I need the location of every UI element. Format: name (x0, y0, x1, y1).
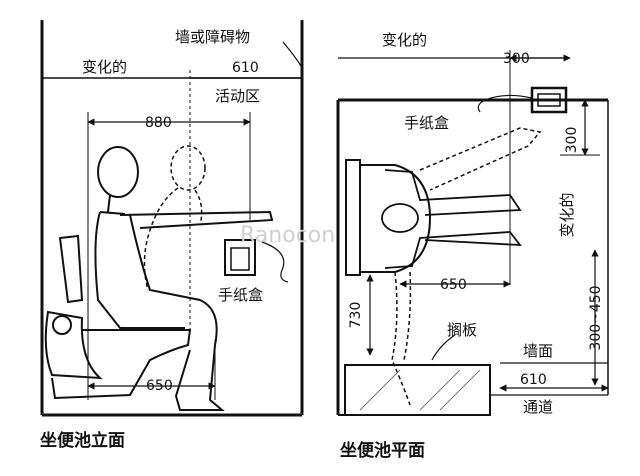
plan-caption: 坐便池平面 (340, 440, 425, 461)
passage-label: 通道 (523, 398, 553, 416)
wall-pointer (282, 41, 303, 69)
shelf (344, 364, 491, 416)
plan-dim-300-450-label: 300~450 (588, 285, 604, 350)
plan-view (336, 50, 609, 416)
elevation-labels: 墙或障碍物 变化的 610 活动区 880 手纸盒 650 坐便池立面 (40, 28, 263, 451)
paper-box-label: 手纸盒 (218, 286, 263, 304)
plan-dim-610-label: 610 (520, 372, 547, 388)
paper-box-pointer (261, 241, 289, 283)
leaning-person-outline (143, 145, 206, 291)
plan-paper-box-pointer (477, 94, 533, 113)
toilet-lid (58, 234, 84, 304)
plan-dim-650-label: 650 (440, 277, 467, 293)
shelf-label: 搁板 (447, 321, 477, 339)
toilet-tank (44, 310, 103, 380)
plan-dim-300-right-label: 300 (564, 127, 580, 154)
activity-area-label: 活动区 (215, 87, 260, 105)
watermark: Ranocon (240, 223, 335, 248)
flush-button (52, 315, 72, 335)
plan-toilet-bowl (359, 164, 432, 273)
plan-variable-label: 变化的 (382, 31, 427, 49)
wall-label: 墙或障碍物 (175, 28, 250, 46)
plan-toilet-tank (345, 159, 361, 276)
seated-person (94, 146, 274, 411)
variable-label: 变化的 (82, 58, 127, 76)
plan-dim-300-top-label: 300 (503, 51, 530, 67)
plan-paper-box-label: 手纸盒 (404, 114, 449, 132)
plan-labels: 变化的 300 手纸盒 300 变化的 650 730 300~450 搁板 墙… (340, 31, 604, 461)
wall-face-label: 墙面 (523, 342, 553, 360)
elevation-caption: 坐便池立面 (40, 430, 125, 451)
shelf-pointer (431, 334, 456, 361)
plan-variable-vertical-label: 变化的 (558, 192, 576, 237)
dim-880-label: 880 (145, 115, 172, 131)
dim-650-label: 650 (146, 378, 173, 394)
toilet-bowl (51, 329, 192, 400)
elevation-view (40, 20, 304, 417)
dim-610-label: 610 (232, 60, 259, 76)
plan-paper-box (530, 86, 568, 114)
plan-dim-730-label: 730 (348, 302, 364, 329)
paper-box (224, 239, 256, 276)
plan-person (381, 169, 522, 269)
